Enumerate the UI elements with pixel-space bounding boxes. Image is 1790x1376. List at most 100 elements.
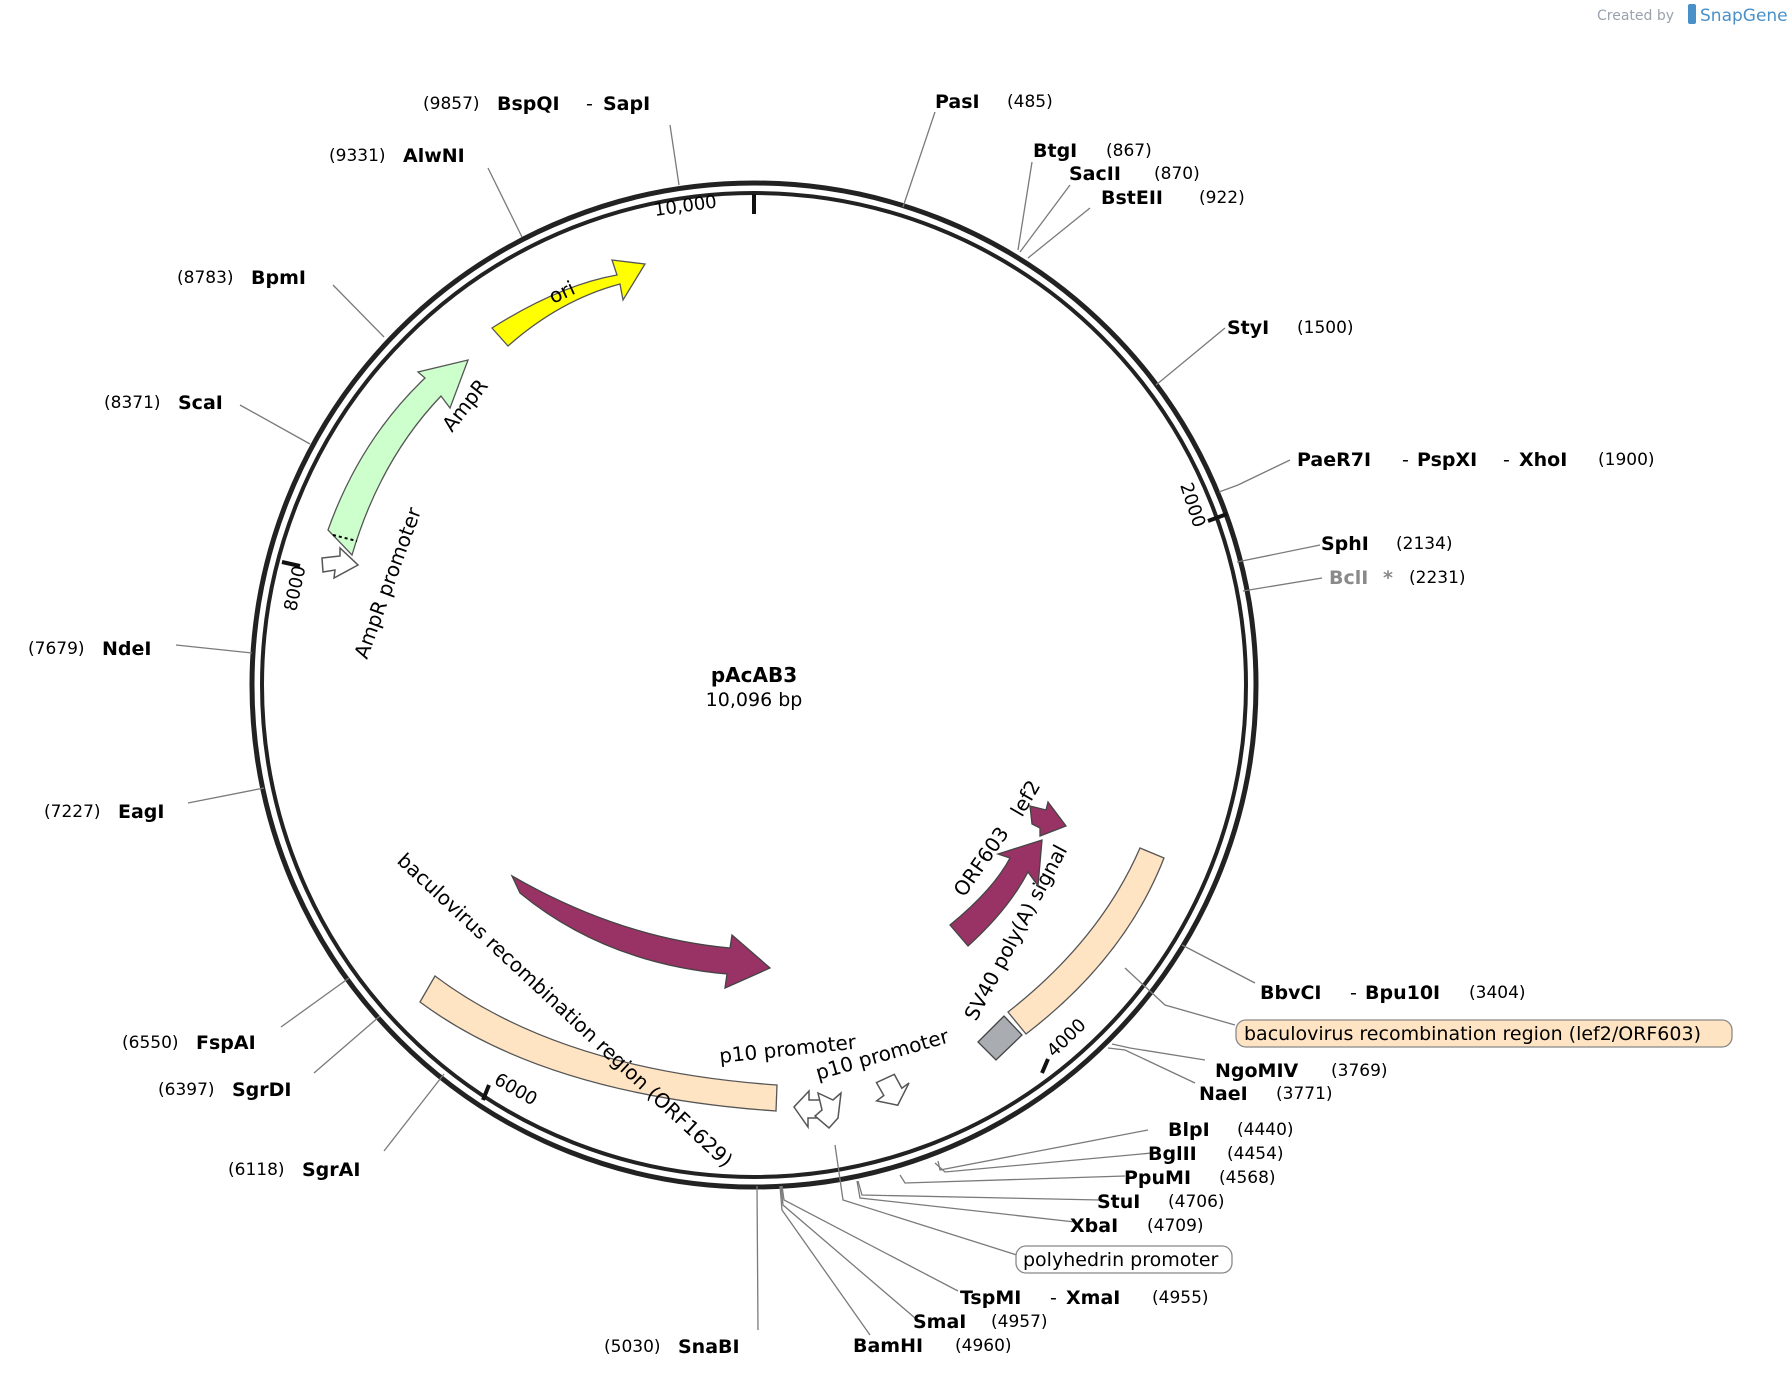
- site-name-blpi[interactable]: BlpI: [1168, 1119, 1210, 1141]
- leader-fspai: [280, 977, 350, 1028]
- site-name-bpu10i[interactable]: Bpu10I: [1365, 982, 1440, 1004]
- site-separator: -: [1050, 1287, 1057, 1309]
- site-separator: -: [1350, 982, 1357, 1004]
- site-name-btgi[interactable]: BtgI: [1033, 140, 1077, 162]
- leader-bsteii: [1027, 207, 1091, 259]
- leader-polyhedrin: [834, 1144, 1021, 1257]
- site-name-bsteii[interactable]: BstEII: [1101, 187, 1163, 209]
- site-pos-bbvci: (3404): [1469, 983, 1526, 1003]
- polyhedrin-promoter-callout[interactable]: [1015, 1245, 1233, 1274]
- leader-paer7i: [1218, 459, 1291, 493]
- site-name-pasi[interactable]: PasI: [935, 91, 980, 113]
- bac-region-lef2-feature[interactable]: [1007, 847, 1165, 1035]
- leader-styi: [1155, 327, 1226, 386]
- site-pos-eagi: (7227): [44, 802, 101, 822]
- site-name-ppumi[interactable]: PpuMI: [1124, 1167, 1191, 1189]
- site-pos-styi: (1500): [1297, 318, 1354, 338]
- site-name-bglii[interactable]: BglII: [1148, 1143, 1197, 1165]
- leader-eagi: [187, 787, 265, 804]
- tick-mark-6000: [481, 1084, 491, 1101]
- p10-promoter-2-feature[interactable]: [813, 1091, 842, 1130]
- plasmid-name: pAcAB3: [711, 663, 797, 687]
- leader-bspqi: [669, 124, 680, 186]
- leader-bglii: [934, 1152, 1153, 1173]
- ampr-cds-boundary: [332, 534, 358, 542]
- site-pos-alwni: (9331): [329, 146, 386, 166]
- orf1629-feature[interactable]: [510, 874, 772, 990]
- leader-bcli: [1242, 577, 1323, 592]
- site-pos-naei: (3771): [1276, 1084, 1333, 1104]
- site-name-naei[interactable]: NaeI: [1199, 1083, 1248, 1105]
- ampr-promoter-feature[interactable]: [321, 546, 360, 580]
- site-name-styi[interactable]: StyI: [1227, 317, 1269, 339]
- site-name-pspxi[interactable]: PspXI: [1417, 449, 1477, 471]
- leader-smai: [780, 1185, 916, 1319]
- site-name-xbai[interactable]: XbaI: [1070, 1215, 1118, 1237]
- leader-alwni: [487, 167, 523, 238]
- site-name-eagi[interactable]: EagI: [118, 801, 164, 823]
- site-name-sgrdi[interactable]: SgrDI: [232, 1079, 292, 1101]
- site-name-xhoi[interactable]: XhoI: [1519, 449, 1567, 471]
- bac-region-orf1629-feature[interactable]: [419, 975, 778, 1112]
- sv40-polya-feature[interactable]: [977, 1015, 1023, 1061]
- site-pos-stui: (4706): [1168, 1192, 1225, 1212]
- site-name-bpmi[interactable]: BpmI: [251, 267, 306, 289]
- leader-blpi: [937, 1129, 1149, 1171]
- ori-feature[interactable]: [491, 259, 647, 347]
- site-name-stui[interactable]: StuI: [1097, 1191, 1140, 1213]
- site-name-tspmi[interactable]: TspMI: [960, 1287, 1021, 1309]
- site-name-bbvci[interactable]: BbvCI: [1260, 982, 1321, 1004]
- tick-mark-4000: [1040, 1058, 1050, 1074]
- leader-ngomiv: [1111, 1043, 1206, 1061]
- site-name-sapi[interactable]: SapI: [603, 93, 650, 115]
- site-name-sacii[interactable]: SacII: [1069, 163, 1121, 185]
- leader-bbvci: [1181, 944, 1256, 984]
- leader-lines: [175, 111, 1323, 1336]
- tick-mark-2000: [1207, 512, 1228, 523]
- site-pos-sacii: (870): [1154, 164, 1200, 184]
- ampr-feature[interactable]: [327, 359, 470, 557]
- site-name-bcli[interactable]: BclI: [1329, 567, 1368, 589]
- site-pos-fspai: (6550): [122, 1033, 179, 1053]
- leader-ndei: [175, 644, 253, 654]
- credit-text: Created by: [1597, 8, 1674, 24]
- site-name-bspqi[interactable]: BspQI: [497, 93, 560, 115]
- site-pos-scai: (8371): [104, 393, 161, 413]
- site-name-bamhi[interactable]: BamHI: [853, 1335, 923, 1357]
- site-pos-bspqi: (9857): [423, 94, 480, 114]
- site-name-smai[interactable]: SmaI: [913, 1311, 966, 1333]
- credit-brand: SnapGene: [1700, 6, 1788, 26]
- site-name-xmai[interactable]: XmaI: [1066, 1287, 1120, 1309]
- polyhedrin-promoter-feature[interactable]: [873, 1072, 913, 1109]
- site-pos-bsteii: (922): [1199, 188, 1245, 208]
- site-name-ngomiv[interactable]: NgoMIV: [1215, 1060, 1299, 1082]
- site-name-scai[interactable]: ScaI: [178, 392, 223, 414]
- site-name-snabi[interactable]: SnaBI: [678, 1336, 740, 1358]
- site-separator: -: [586, 93, 593, 115]
- site-pos-bcli: (2231): [1409, 568, 1466, 588]
- site-name-paer7i[interactable]: PaeR7I: [1297, 449, 1371, 471]
- lef2-feature[interactable]: [1029, 800, 1068, 837]
- backbone-inner-ring: [260, 191, 1248, 1179]
- bac-region-lef2-callout[interactable]: [1235, 1019, 1733, 1048]
- site-name-sgrai[interactable]: SgrAI: [302, 1159, 360, 1181]
- leader-btgi: [1017, 161, 1033, 251]
- site-pos-btgi: (867): [1106, 141, 1152, 161]
- leader-sgrdi: [313, 1015, 381, 1074]
- plasmid-size: 10,096 bp: [706, 689, 803, 711]
- leader-xbai: [856, 1180, 1076, 1223]
- site-name-ndei[interactable]: NdeI: [102, 638, 151, 660]
- leader-bamhi: [779, 1185, 871, 1336]
- site-pos-sgrai: (6118): [228, 1160, 285, 1180]
- site-name-sphi[interactable]: SphI: [1321, 533, 1369, 555]
- leader-ppumi: [899, 1174, 1126, 1184]
- site-pos-ppumi: (4568): [1219, 1168, 1276, 1188]
- site-pos-tspmi: (4955): [1152, 1288, 1209, 1308]
- site-pos-pasi: (485): [1007, 92, 1053, 112]
- leader-bpmi: [332, 284, 385, 338]
- orf603-feature[interactable]: [949, 839, 1043, 947]
- leader-sphi: [1236, 544, 1321, 563]
- site-name-fspai[interactable]: FspAI: [196, 1032, 256, 1054]
- site-name-alwni[interactable]: AlwNI: [403, 145, 465, 167]
